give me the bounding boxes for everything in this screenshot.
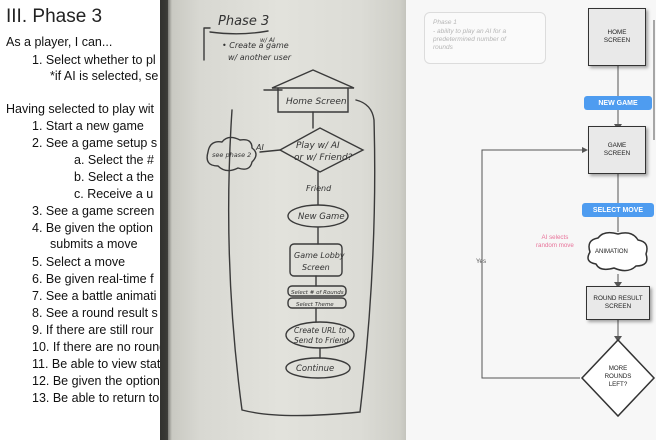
note-line: rounds	[433, 44, 453, 51]
wb-decision-1: Play w/ AI	[296, 141, 340, 151]
wb-rounds: Select # of Rounds	[291, 290, 344, 296]
rounds-left-label: MORE ROUNDS LEFT?	[604, 365, 632, 388]
wb-friend: Friend	[306, 184, 332, 193]
flowchart-connectors	[481, 20, 656, 418]
doc-line: 2. See a game setup s	[32, 136, 158, 150]
doc-line: 5. Select a move	[32, 255, 126, 269]
wb-decision-2: or w/ Friend?	[294, 153, 353, 163]
wb-home: Home Screen	[286, 97, 347, 107]
doc-line: 8. See a round result s	[32, 306, 158, 320]
wb-see-phase: see phase 2	[212, 151, 251, 159]
doc-line: 3. See a game screen	[32, 204, 155, 218]
theme-box	[287, 297, 347, 309]
doc-heading: III. Phase 3	[6, 6, 103, 27]
wb-url-2: Send to Friend	[294, 336, 349, 345]
phase1-note: Phase 1 - ability to play an AI for a pr…	[424, 12, 546, 64]
doc-line: 1. Select whether to pl	[32, 53, 156, 67]
wb-url-1: Create URL to	[294, 326, 347, 335]
wb-lobby-1: Game Lobby	[294, 251, 345, 260]
round-result-node: ROUND RESULT SCREEN	[586, 286, 650, 320]
wb-continue: Continue	[296, 364, 334, 374]
doc-line: b. Select a the	[74, 170, 154, 184]
animation-cloud	[587, 231, 648, 272]
continue-oval	[285, 357, 351, 379]
note-line: predetermined number of	[433, 36, 506, 43]
yes-label: Yes	[476, 258, 487, 265]
arrow-to-phase2	[259, 149, 281, 153]
doc-line: As a player, I can...	[6, 35, 113, 49]
rounds-box	[287, 285, 347, 297]
game-screen-node: GAME SCREEN	[588, 126, 646, 174]
doc-line: 10. If there are no round	[32, 340, 167, 354]
doc-line: 9. If there are still rour	[32, 323, 154, 337]
animation-label: ANIMATION	[595, 249, 628, 255]
doc-line: submits a move	[50, 237, 138, 251]
doc-line: 13. Be able to return to	[32, 391, 160, 405]
doc-line: 11. Be able to view stat	[32, 357, 161, 371]
loop-path	[227, 99, 376, 417]
decision-diamond	[278, 127, 365, 173]
note-line: - ability to play an AI for a	[433, 28, 507, 35]
wb-note-2: w/ another user	[228, 53, 292, 62]
doc-line: 1. Start a new game	[32, 119, 144, 133]
wb-lobby-2: Screen	[302, 263, 330, 272]
flowchart-panel: Phase 1 - ability to play an AI for a pr…	[406, 0, 656, 440]
ai-selects-label: AI selects random move	[536, 234, 574, 249]
doc-line: 6. Be given real-time f	[32, 272, 154, 286]
whiteboard-photo: Phase 3 • Create a game w/ AI w/ another…	[160, 0, 410, 440]
wb-note-1: • Create a game	[222, 41, 289, 50]
see-phase-cloud	[206, 136, 257, 172]
title-underline	[209, 30, 269, 35]
home-screen-node: HOME SCREEN	[588, 8, 646, 66]
wb-theme: Select Theme	[296, 302, 334, 308]
document-panel: III. Phase 3 As a player, I can... 1. Se…	[0, 0, 175, 440]
select-move-button[interactable]: SELECT MOVE	[582, 203, 654, 217]
doc-line: 4. Be given the option	[32, 221, 153, 235]
doc-line: 12. Be given the option	[32, 374, 160, 388]
new-game-oval	[287, 204, 349, 228]
doc-line: a. Select the #	[74, 153, 154, 167]
note-bracket	[203, 27, 211, 61]
doc-line: *if AI is selected, se	[50, 69, 159, 83]
note-line: Phase 1	[433, 19, 457, 26]
whiteboard-sketch: Phase 3 • Create a game w/ AI w/ another…	[160, 0, 376, 440]
doc-line: Having selected to play wit	[6, 102, 154, 116]
rounds-left-diamond	[580, 338, 656, 418]
wb-note-small: w/ AI	[260, 37, 275, 44]
wb-ai: AI	[255, 143, 264, 152]
doc-line: 7. See a battle animati	[32, 289, 157, 303]
photo-edge-shadow	[160, 0, 168, 440]
wb-title: Phase 3	[218, 14, 269, 29]
wb-new-game: New Game	[298, 212, 345, 222]
doc-line: c. Receive a u	[74, 187, 154, 201]
new-game-button[interactable]: NEW GAME	[584, 96, 652, 110]
